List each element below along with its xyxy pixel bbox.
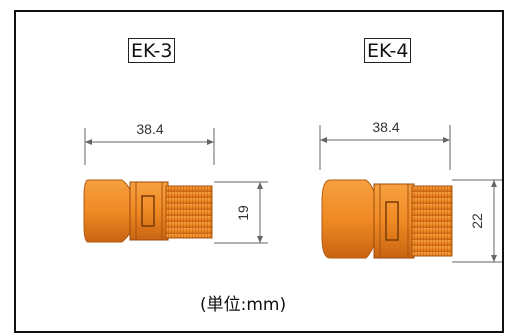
ek4-diameter-value: 22: [469, 213, 485, 229]
ek3-length-value: 38.4: [136, 121, 163, 137]
ek4-length-value: 38.4: [372, 119, 399, 135]
ek4-dimension-length: 38.4: [319, 119, 451, 170]
ek3-dimension-diameter: 19: [214, 181, 268, 244]
ek4-dimension-diameter: 22: [452, 179, 502, 263]
ek3-diameter-value: 19: [235, 205, 251, 221]
model-label-ek4: EK-4: [364, 38, 412, 63]
diagram-frame: [14, 10, 504, 333]
unit-caption: (単位:mm): [200, 295, 287, 315]
ek3-fitting-image: [83, 179, 213, 243]
ek4-fitting-image: [321, 179, 453, 259]
model-label-ek3: EK-3: [128, 38, 176, 63]
ek3-dimension-length: 38.4: [84, 121, 215, 165]
